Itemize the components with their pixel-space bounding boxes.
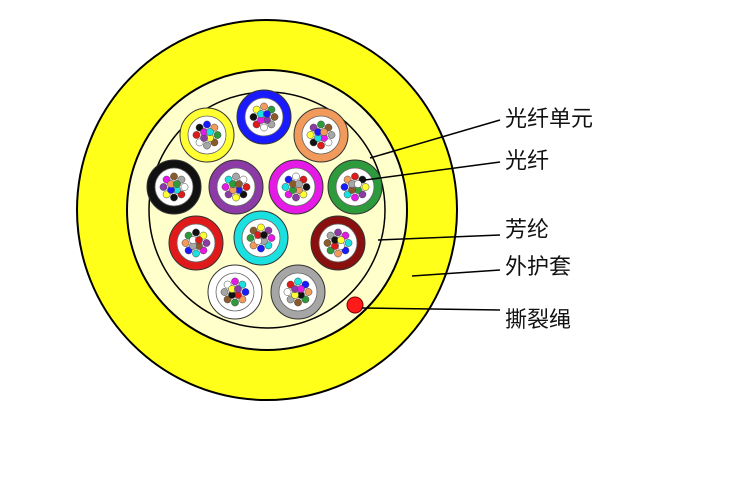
- fiber: [257, 223, 265, 232]
- fiber: [340, 183, 349, 191]
- fiber: [270, 113, 279, 121]
- fiber: [337, 236, 345, 244]
- fiber: [320, 128, 328, 136]
- fiber: [192, 228, 200, 237]
- fiber: [246, 234, 255, 242]
- fiber: [294, 298, 302, 307]
- fiber: [213, 131, 222, 139]
- unit-yellow: [179, 107, 235, 163]
- fiber: [334, 228, 342, 237]
- fiber: [260, 231, 268, 239]
- unit-blue: [236, 89, 292, 145]
- fiber: [180, 183, 189, 191]
- fiber: [267, 234, 276, 242]
- unit-red: [168, 215, 224, 271]
- fiber: [192, 249, 200, 258]
- fiber: [192, 131, 201, 139]
- unit-darkred: [310, 215, 366, 271]
- unit-green: [327, 159, 383, 215]
- fiber: [220, 288, 229, 296]
- fiber-units: [146, 89, 383, 320]
- fiber: [221, 183, 230, 191]
- fiber: [206, 128, 214, 136]
- fiber: [231, 298, 239, 307]
- leader-lines: [361, 119, 501, 311]
- fiber: [306, 131, 315, 139]
- fiber: [351, 193, 359, 202]
- fiber: [354, 180, 362, 188]
- ripcord: [346, 296, 364, 314]
- fiber: [263, 110, 271, 118]
- fiber: [232, 172, 240, 181]
- fiber: [302, 183, 311, 191]
- fiber: [159, 183, 168, 191]
- label-fiber-unit: 光纤单元: [505, 107, 594, 132]
- fiber: [334, 249, 342, 258]
- fiber: [281, 183, 290, 191]
- fiber: [170, 193, 178, 202]
- fiber: [195, 236, 203, 244]
- label-jacket: 外护套: [505, 255, 572, 280]
- fiber: [203, 120, 211, 129]
- fiber: [260, 123, 268, 132]
- fiber: [242, 183, 251, 191]
- leader-jacket: [411, 269, 501, 277]
- fiber: [203, 141, 211, 150]
- fiber: [202, 239, 211, 247]
- fiber: [181, 239, 190, 247]
- label-ripcord: 撕裂绳: [505, 308, 572, 333]
- fiber: [327, 131, 336, 139]
- fiber: [292, 172, 300, 181]
- unit-magenta: [268, 159, 324, 215]
- fiber: [317, 141, 325, 150]
- fiber: [283, 288, 292, 296]
- fiber: [294, 277, 302, 286]
- fiber: [231, 277, 239, 286]
- label-aramid: 芳纶: [505, 218, 550, 243]
- unit-gray: [270, 264, 326, 320]
- fiber: [232, 193, 240, 202]
- leader-ripcord: [361, 307, 501, 311]
- leader-unit: [369, 119, 501, 159]
- fiber: [235, 180, 243, 188]
- fiber: [234, 285, 242, 293]
- fiber: [173, 180, 181, 188]
- fiber: [351, 172, 359, 181]
- leader-fiber: [364, 161, 501, 181]
- fiber: [317, 120, 325, 129]
- fiber: [323, 239, 332, 247]
- leader-aramid: [377, 234, 501, 241]
- fiber: [344, 239, 353, 247]
- fiber: [170, 172, 178, 181]
- fiber: [241, 288, 250, 296]
- fiber: [361, 183, 370, 191]
- fiber: [249, 113, 258, 121]
- fiber: [292, 193, 300, 202]
- unit-black: [146, 159, 202, 215]
- label-fiber: 光纤: [505, 149, 550, 174]
- unit-orange: [293, 107, 349, 163]
- unit-cyan: [233, 210, 289, 266]
- fiber: [304, 288, 313, 296]
- fiber: [297, 285, 305, 293]
- fiber: [257, 244, 265, 253]
- unit-white: [207, 264, 263, 320]
- fiber: [295, 180, 303, 188]
- fiber: [260, 102, 268, 111]
- unit-purple: [208, 159, 264, 215]
